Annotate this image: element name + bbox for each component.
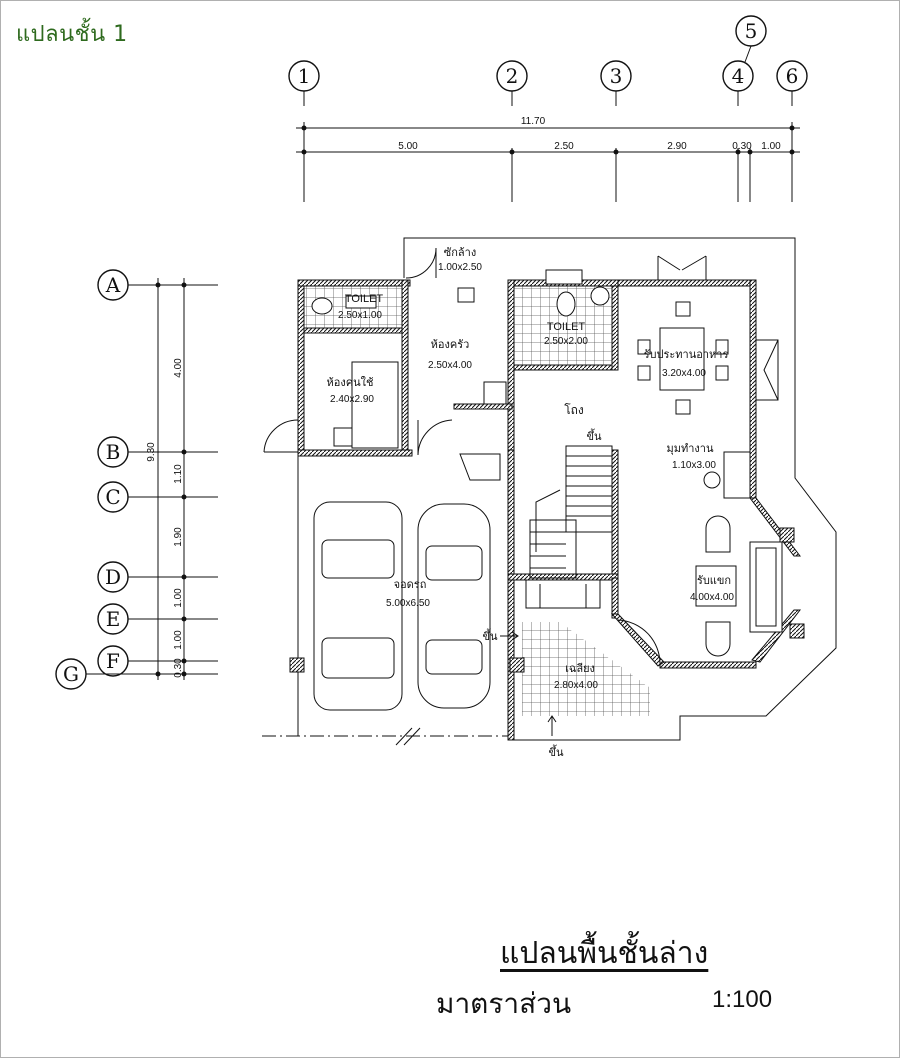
label-toilet1-size: 2.50x1.00 xyxy=(338,310,382,321)
dim-left-seg-5: 1.00 xyxy=(173,630,184,650)
grid-label-1: 1 xyxy=(298,64,311,88)
dim-left-total: 9.30 xyxy=(146,442,157,462)
label-garage-name: จอดรถ xyxy=(394,579,427,591)
scale-value: 1:100 xyxy=(712,986,773,1013)
label-work-size: 1.10x3.00 xyxy=(672,460,716,471)
stair xyxy=(529,445,613,579)
label-garage-size: 5.00x6.50 xyxy=(386,598,430,609)
grid-label-4: 4 xyxy=(732,64,745,88)
label-dining-name: รับประทานอาหาร xyxy=(644,349,729,361)
label-living-size: 4.00x4.00 xyxy=(690,592,734,603)
label-hall-name: โถง xyxy=(564,403,584,417)
label-dining-size: 3.20x4.00 xyxy=(662,368,706,379)
label-maid-size: 2.40x2.90 xyxy=(330,394,374,405)
dim-left-seg-3: 1.90 xyxy=(173,527,184,547)
grid-label-D: D xyxy=(105,565,121,589)
fixtures xyxy=(311,269,751,499)
label-garage-up: ขึ้น xyxy=(482,628,498,643)
column-grid-lines xyxy=(303,45,793,202)
doors xyxy=(263,247,779,665)
page-heading: แปลนชั้น 1 xyxy=(16,22,128,47)
car-left xyxy=(313,501,403,711)
car-right xyxy=(417,503,491,709)
dim-left-seg-2: 1.10 xyxy=(173,464,184,484)
label-kitchen-size: 2.50x4.00 xyxy=(428,360,472,371)
dim-top-seg-2: 2.50 xyxy=(554,141,574,152)
plan-title: แปลนพื้นชั้นล่าง xyxy=(500,936,709,971)
grid-label-3: 3 xyxy=(610,64,623,88)
top-dimension-lines xyxy=(296,127,800,153)
label-work-name: มุมทำงาน xyxy=(667,443,714,455)
label-terrace-name: เฉลียง xyxy=(565,662,595,675)
label-laundry-size: 1.00x2.50 xyxy=(438,262,482,273)
column-posts xyxy=(289,527,805,673)
grid-label-E: E xyxy=(106,607,121,631)
scale-label: มาตราส่วน xyxy=(436,987,572,1020)
dim-top-seg-5: 1.00 xyxy=(761,141,781,152)
grid-label-C: C xyxy=(105,485,120,509)
dim-left-seg-6: 0.30 xyxy=(173,658,184,678)
living-furniture xyxy=(695,515,783,657)
label-kitchen-name: ห้องครัว xyxy=(431,339,470,351)
dim-top-seg-3: 2.90 xyxy=(667,141,687,152)
grid-label-B: B xyxy=(106,440,121,464)
label-laundry-name: ซักล้าง xyxy=(444,247,476,259)
dining-table xyxy=(637,301,729,415)
label-toilet2-size: 2.50x2.00 xyxy=(544,336,588,347)
label-entry-up: ขึ้น xyxy=(548,744,564,759)
grid-label-A: A xyxy=(105,273,121,297)
dim-top-seg-1: 5.00 xyxy=(398,141,418,152)
label-maid-name: ห้องคนใช้ xyxy=(327,376,374,389)
dim-top-seg-4: 0.30 xyxy=(732,141,752,152)
dim-left-seg-4: 1.00 xyxy=(173,588,184,608)
grid-label-6: 6 xyxy=(786,64,799,88)
label-toilet1-name: TOILET xyxy=(345,293,384,305)
row-grid-lines xyxy=(86,278,218,680)
grid-label-G: G xyxy=(63,662,79,686)
grid-label-2: 2 xyxy=(506,64,519,88)
grid-label-5: 5 xyxy=(745,19,758,43)
dim-left-seg-1: 4.00 xyxy=(173,358,184,378)
label-terrace-size: 2.80x4.00 xyxy=(554,680,598,691)
entry-arrows xyxy=(500,631,557,736)
label-toilet2-name: TOILET xyxy=(547,321,586,333)
grid-label-F: F xyxy=(106,649,120,673)
dim-top-total: 11.70 xyxy=(521,116,546,127)
site-outline xyxy=(262,237,837,746)
terrace-tile xyxy=(522,622,650,716)
label-living-name: รับแขก xyxy=(697,575,731,587)
label-stair-up: ขึ้น xyxy=(586,428,602,443)
